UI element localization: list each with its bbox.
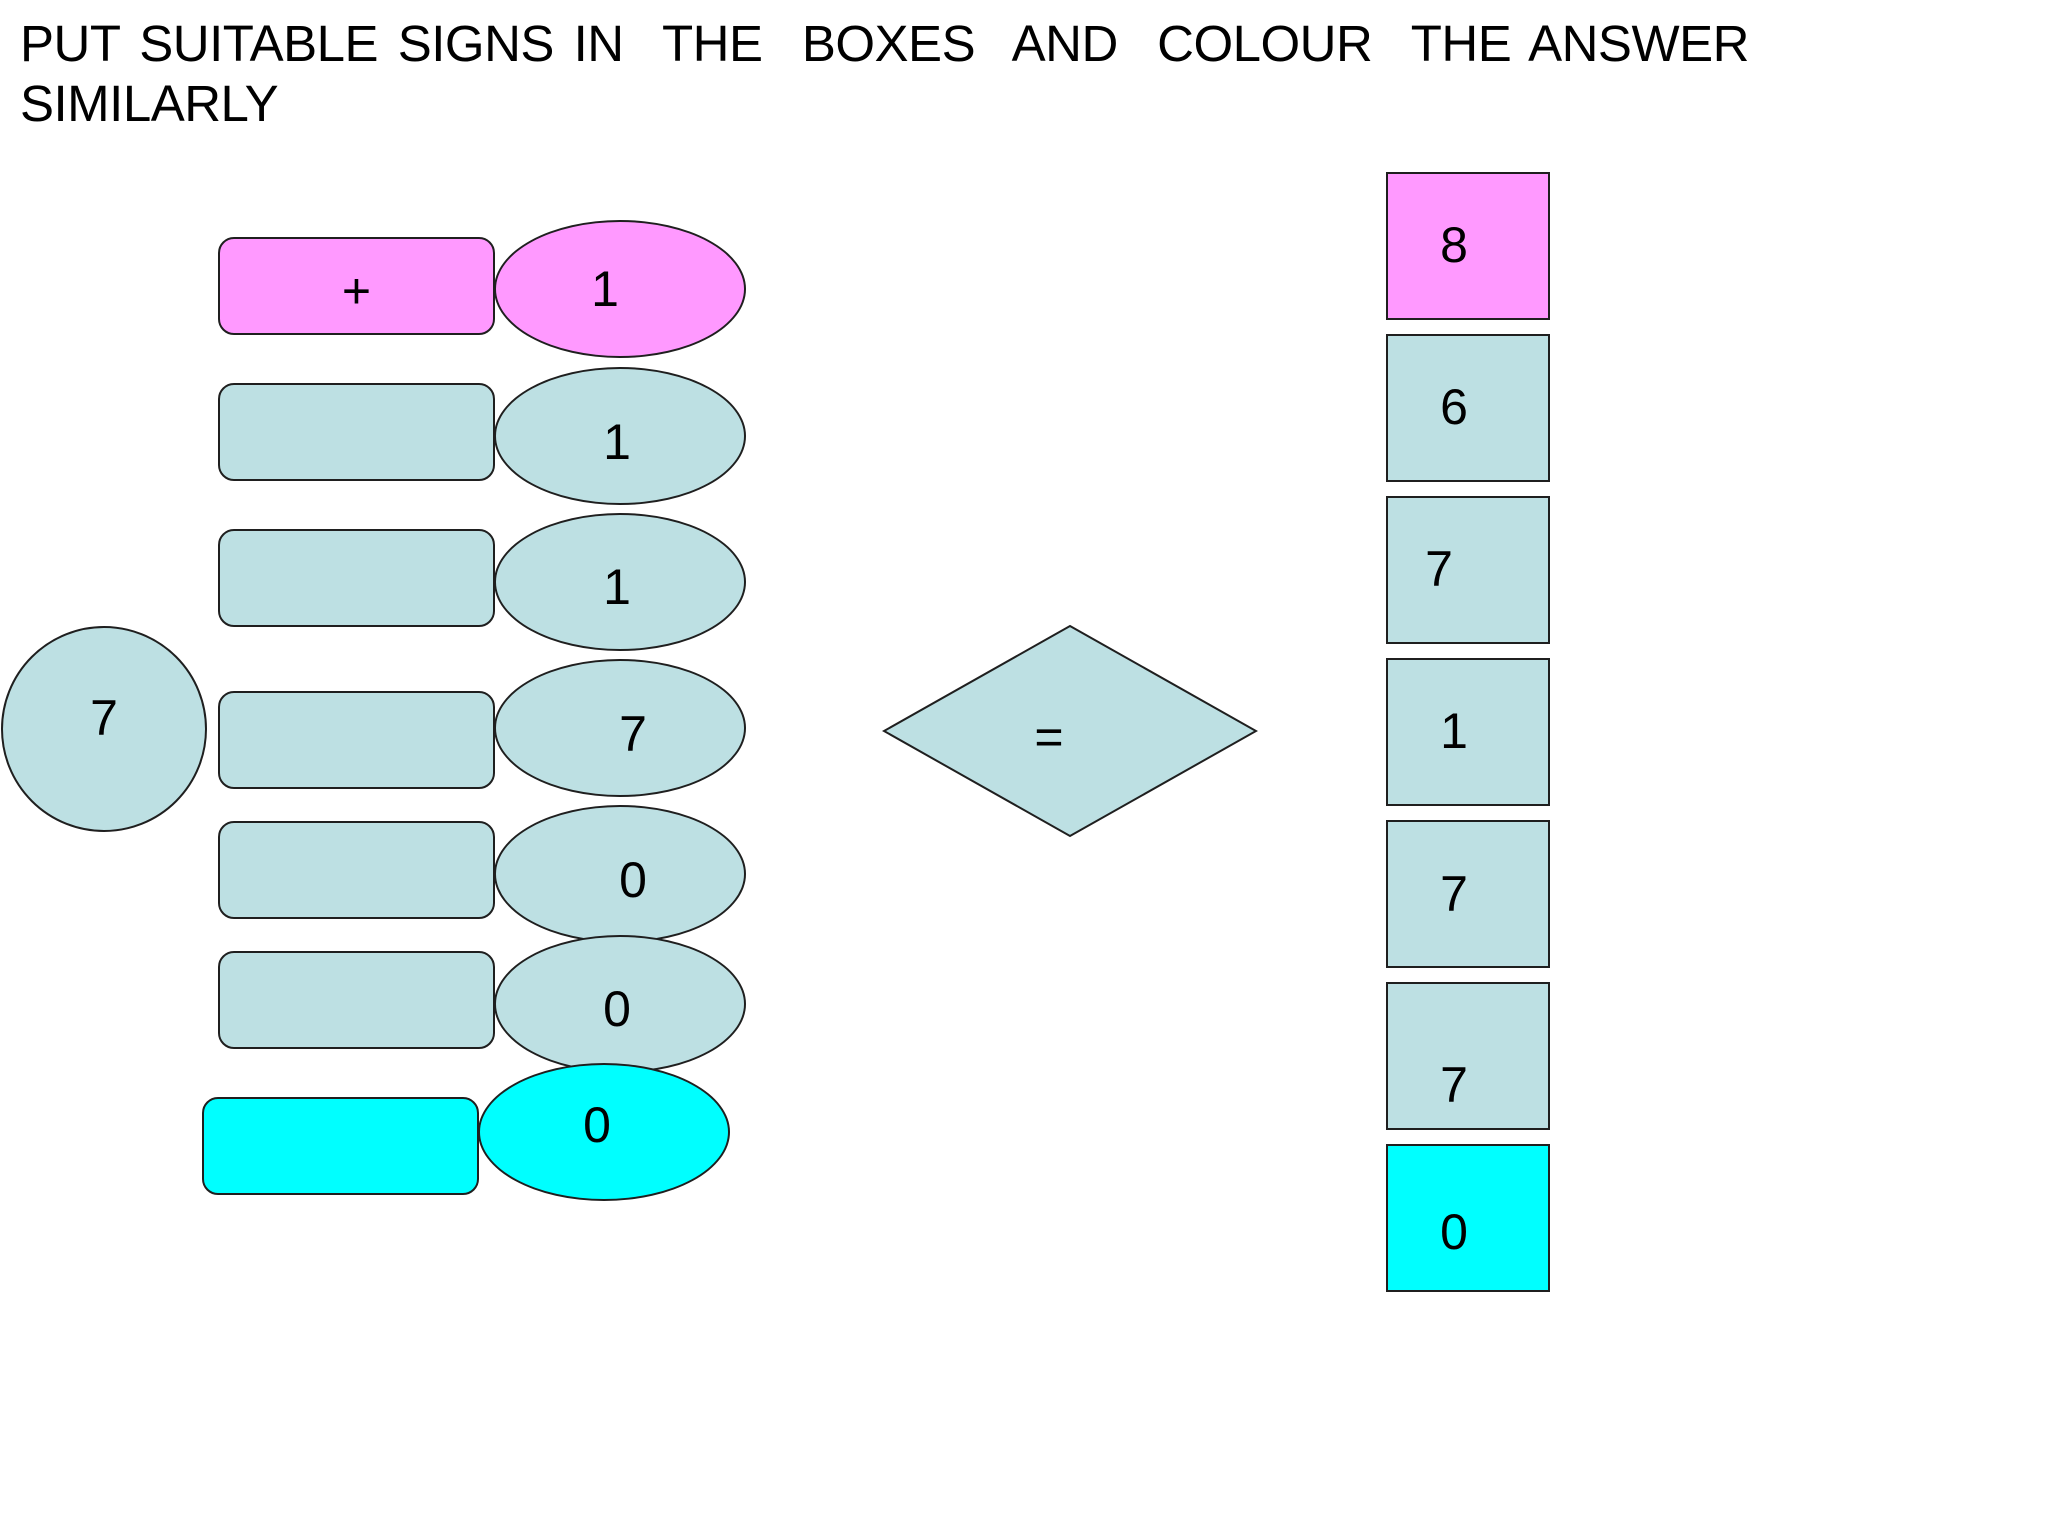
number-oval-1: 1	[494, 220, 746, 358]
answer-box-3: 7	[1386, 496, 1550, 644]
sign-box-1-value: +	[341, 263, 372, 319]
equals-sign: =	[1034, 709, 1064, 765]
number-oval-6: 0	[494, 935, 746, 1073]
number-oval-5-value: 0	[619, 852, 647, 908]
sign-box-4[interactable]	[218, 691, 495, 789]
number-oval-3-value: 1	[603, 559, 631, 615]
sign-box-7[interactable]	[202, 1097, 479, 1195]
answer-box-7: 0	[1386, 1144, 1550, 1292]
answer-box-6: 7	[1386, 982, 1550, 1130]
instruction-title: PUT SUITABLE SIGNS IN THE BOXES AND COLO…	[20, 15, 1749, 132]
equals-diamond-polygon	[882, 624, 1258, 838]
equals-diamond-shape	[882, 624, 1258, 838]
number-oval-3: 1	[494, 513, 746, 651]
answer-box-2: 6	[1386, 334, 1550, 482]
sign-box-6[interactable]	[218, 951, 495, 1049]
sign-box-5[interactable]	[218, 821, 495, 919]
answer-box-5-value: 7	[1440, 866, 1468, 922]
answer-box-7-value: 0	[1440, 1204, 1468, 1260]
sign-box-2[interactable]	[218, 383, 495, 481]
answer-box-6-value: 7	[1440, 1057, 1468, 1113]
number-oval-1-value: 1	[591, 261, 619, 317]
answer-box-4: 1	[1386, 658, 1550, 806]
number-oval-4: 7	[494, 659, 746, 797]
number-oval-4-value: 7	[619, 706, 647, 762]
number-oval-5: 0	[494, 805, 746, 943]
number-oval-7-value: 0	[583, 1097, 611, 1153]
answer-box-1-value: 8	[1440, 217, 1468, 273]
number-oval-2: 1	[494, 367, 746, 505]
left-circle: 7	[1, 626, 207, 832]
number-oval-2-value: 1	[603, 414, 631, 470]
answer-box-5: 7	[1386, 820, 1550, 968]
left-circle-value: 7	[90, 690, 118, 746]
number-oval-6-value: 0	[603, 981, 631, 1037]
number-oval-7: 0	[478, 1063, 730, 1201]
sign-box-1[interactable]: +	[218, 237, 495, 335]
answer-box-4-value: 1	[1440, 703, 1468, 759]
sign-box-3[interactable]	[218, 529, 495, 627]
answer-box-1: 8	[1386, 172, 1550, 320]
answer-box-3-value: 7	[1425, 541, 1453, 597]
equals-diamond: =	[882, 624, 1258, 838]
answer-box-2-value: 6	[1440, 379, 1468, 435]
